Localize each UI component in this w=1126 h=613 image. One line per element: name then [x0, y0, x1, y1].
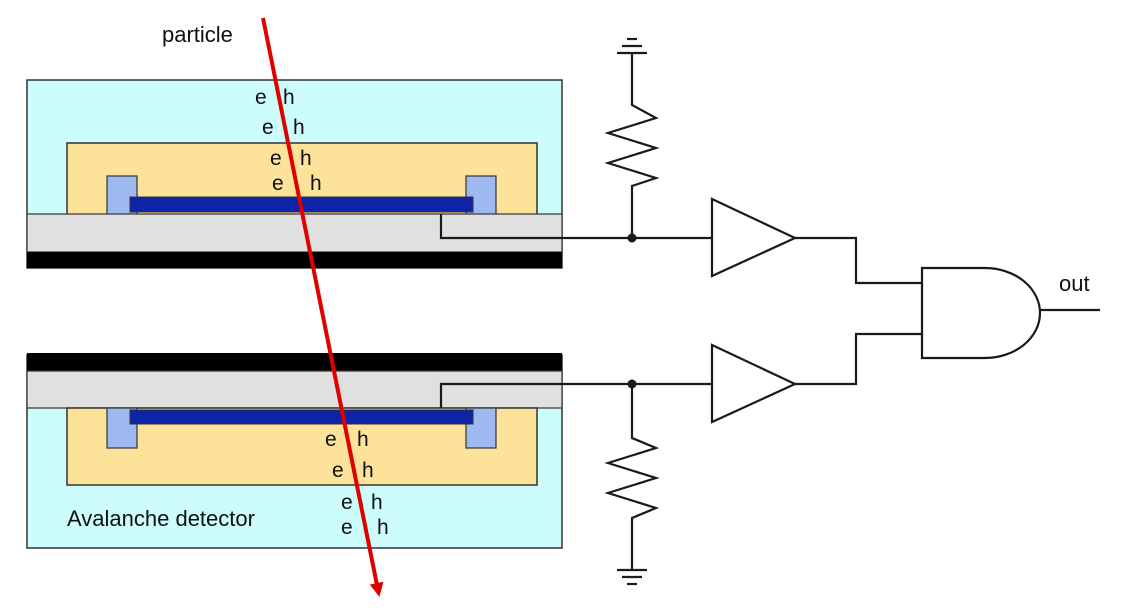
amplifier-icon — [710, 343, 798, 424]
hole-label: h — [293, 116, 305, 139]
bottom-detector: Avalanche detector — [26, 353, 563, 549]
electron-label: e — [332, 459, 344, 482]
carrier-labels-top: e h e h e h e h — [255, 86, 322, 195]
top-signal-trace — [439, 214, 562, 240]
electron-label: e — [255, 86, 267, 109]
carrier-labels-bottom: e h e h e h e h — [325, 428, 389, 539]
top-wire-to-gate — [795, 236, 922, 285]
resistor-icon — [604, 384, 660, 570]
bottom-electrode — [129, 409, 474, 425]
hole-label: h — [362, 459, 374, 482]
hole-label: h — [310, 172, 322, 195]
electron-label: e — [341, 491, 353, 514]
top-substrate — [26, 213, 563, 253]
and-gate: out — [920, 266, 1100, 360]
particle-label: particle — [162, 22, 233, 47]
electron-label: e — [262, 116, 274, 139]
ground-icon — [617, 568, 647, 586]
hole-label: h — [377, 516, 389, 539]
detector-label: Avalanche detector — [67, 506, 255, 531]
hole-label: h — [371, 491, 383, 514]
bottom-substrate — [26, 370, 563, 409]
particle-track — [261, 17, 384, 597]
and-gate-icon — [920, 266, 1042, 360]
amplifier-icon — [710, 197, 798, 278]
resistor-icon — [604, 95, 660, 238]
electron-label: e — [272, 172, 284, 195]
top-backplate — [27, 252, 562, 268]
ground-icon — [617, 37, 647, 95]
hole-label: h — [357, 428, 369, 451]
junction-dot-icon — [627, 233, 637, 243]
bottom-backplate — [27, 353, 562, 371]
electron-label: e — [270, 147, 282, 170]
bottom-circuit — [562, 332, 922, 586]
bottom-signal-trace — [439, 382, 562, 408]
top-circuit — [562, 37, 922, 285]
hole-label: h — [283, 86, 295, 109]
electron-label: e — [325, 428, 337, 451]
output-label: out — [1059, 271, 1090, 296]
electron-label: e — [341, 516, 353, 539]
bottom-wire-to-gate — [795, 332, 922, 386]
hole-label: h — [300, 147, 312, 170]
